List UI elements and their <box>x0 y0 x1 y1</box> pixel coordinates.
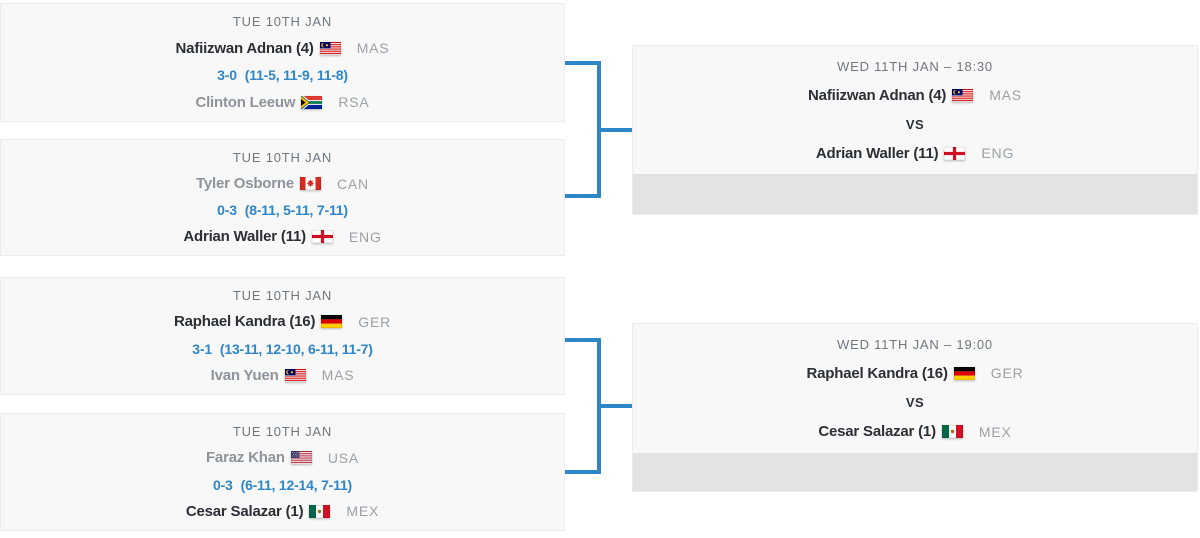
player-name: Cesar Salazar (1) <box>185 502 304 520</box>
match-card-footer <box>633 174 1197 214</box>
match-date: TUE 10TH JAN <box>232 288 333 304</box>
match-score: 0-3 (8-11, 5-11, 7-11) <box>11 203 554 217</box>
score-summary: 3-0 <box>217 67 237 84</box>
match-score: 3-1 (13-11, 12-10, 6-11, 11-7) <box>11 342 554 356</box>
match-card-r1-m3[interactable]: TUE 10TH JAN Raphael Kandra (16) GER 3-1… <box>0 277 565 395</box>
player-name: Raphael Kandra (16) <box>174 313 316 331</box>
score-games: (8-11, 5-11, 7-11) <box>244 202 348 218</box>
flag-mex-icon <box>309 504 331 518</box>
flag-can-icon <box>300 177 321 190</box>
match-card-r2-m2[interactable]: WED 11TH JAN – 19:00 Raphael Kandra (16)… <box>632 323 1198 492</box>
player-name: Adrian Waller (11) <box>183 228 306 245</box>
vs-label: VS <box>905 395 925 411</box>
vs-label: VS <box>905 116 925 132</box>
player-row: Ivan Yuen MAS <box>11 368 554 383</box>
bracket-line <box>565 338 601 342</box>
flag-eng-icon <box>944 146 966 160</box>
player-row: Raphael Kandra (16) GER <box>11 314 554 329</box>
match-score: 0-3 (6-11, 12-14, 7-11) <box>11 478 554 492</box>
match-card-r1-m4[interactable]: TUE 10TH JAN Faraz Khan USA 0-3 (6-11, 1… <box>0 413 565 531</box>
flag-mex-icon <box>941 425 963 439</box>
score-summary: 0-3 <box>212 476 233 493</box>
player-name: Raphael Kandra (16) <box>806 364 948 382</box>
country-code: GER <box>990 365 1024 382</box>
match-card-r1-m2[interactable]: TUE 10TH JAN Tyler Osborne CAN 0-3 (8-11… <box>0 139 565 256</box>
country-code: MAS <box>321 367 355 384</box>
match-card-r1-m1[interactable]: TUE 10TH JAN Nafiizwan Adnan (4) MAS 3-0… <box>0 3 565 122</box>
player-name: Tyler Osborne <box>196 175 294 192</box>
score-summary: 0-3 <box>217 202 237 218</box>
flag-mas-icon <box>284 368 306 382</box>
flag-mas-icon <box>952 88 974 102</box>
score-summary: 3-1 <box>192 340 212 357</box>
player-name: Nafiizwan Adnan (4) <box>808 86 947 104</box>
player-row: Clinton Leeuw RSA <box>11 95 554 110</box>
match-card-r2-m1[interactable]: WED 11TH JAN – 18:30 Nafiizwan Adnan (4)… <box>632 45 1198 215</box>
bracket-line <box>599 404 632 408</box>
score-games: (6-11, 12-14, 7-11) <box>240 476 353 493</box>
player-row: Cesar Salazar (1) MEX <box>643 424 1187 439</box>
player-name: Faraz Khan <box>205 449 285 467</box>
player-name: Adrian Waller (11) <box>815 144 939 162</box>
country-code: MEX <box>978 423 1012 440</box>
flag-ger-icon <box>321 315 343 329</box>
match-date: TUE 10TH JAN <box>232 14 333 30</box>
country-code: CAN <box>337 175 369 192</box>
country-code: MAS <box>356 40 390 57</box>
flag-eng-icon <box>311 230 333 243</box>
player-row: Nafiizwan Adnan (4) MAS <box>11 41 554 56</box>
bracket-line <box>565 470 601 474</box>
score-games: (13-11, 12-10, 6-11, 11-7) <box>219 340 373 357</box>
country-code: USA <box>327 449 360 466</box>
player-row: Raphael Kandra (16) GER <box>643 366 1187 381</box>
player-name: Ivan Yuen <box>210 366 279 384</box>
flag-mas-icon <box>319 41 341 55</box>
player-row: Faraz Khan USA <box>11 450 554 465</box>
country-code: ENG <box>981 145 1015 161</box>
flag-ger-icon <box>953 366 975 380</box>
bracket-line <box>565 194 601 198</box>
player-row: Adrian Waller (11) ENG <box>643 146 1187 161</box>
player-row: Cesar Salazar (1) MEX <box>11 504 554 519</box>
score-games: (11-5, 11-9, 11-8) <box>244 67 348 84</box>
player-name: Cesar Salazar (1) <box>818 423 936 441</box>
match-date: TUE 10TH JAN <box>232 424 333 440</box>
country-code: MEX <box>346 503 380 520</box>
bracket-line <box>565 61 601 65</box>
country-code: ENG <box>348 228 382 245</box>
match-card-footer <box>633 453 1197 491</box>
match-date: TUE 10TH JAN <box>232 150 333 165</box>
player-row: Tyler Osborne CAN <box>11 176 554 191</box>
country-code: MAS <box>989 87 1022 103</box>
flag-rsa-icon <box>301 95 323 109</box>
match-score: 3-0 (11-5, 11-9, 11-8) <box>11 68 554 82</box>
player-row: Nafiizwan Adnan (4) MAS <box>643 88 1187 103</box>
match-datetime: WED 11TH JAN – 19:00 <box>837 336 993 352</box>
player-name: Clinton Leeuw <box>195 93 296 111</box>
country-code: RSA <box>338 94 370 111</box>
player-row: Adrian Waller (11) ENG <box>11 229 554 244</box>
match-datetime: WED 11TH JAN – 18:30 <box>837 58 993 74</box>
flag-usa-icon <box>290 451 312 465</box>
country-code: GER <box>358 313 391 330</box>
player-name: Nafiizwan Adnan (4) <box>175 39 314 57</box>
bracket-line <box>599 128 632 132</box>
